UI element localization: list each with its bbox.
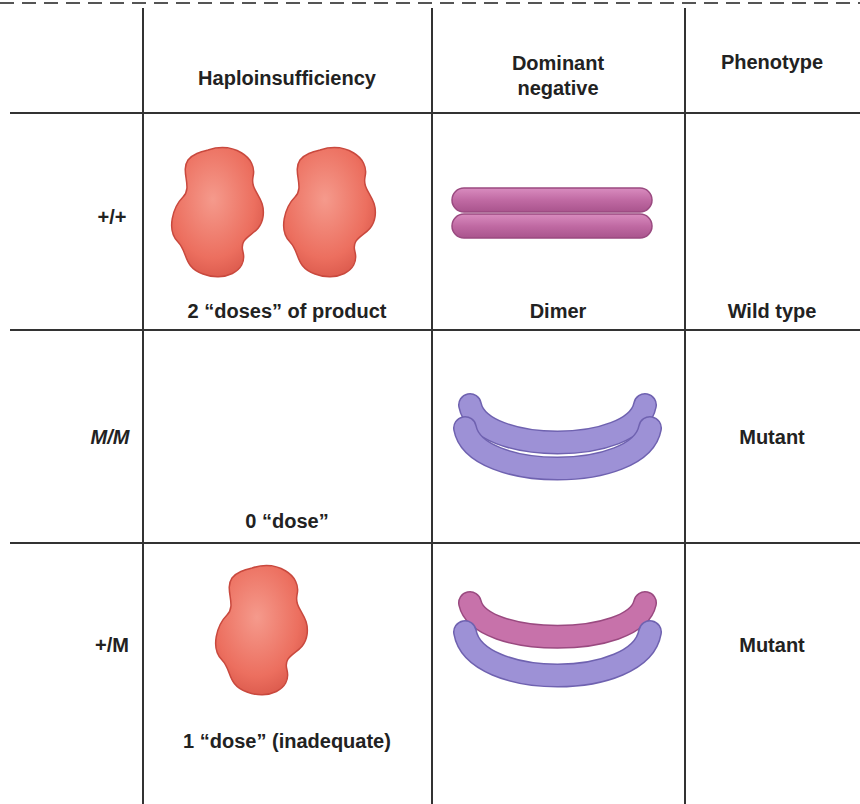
phenotype-cell: Mutant	[739, 633, 805, 658]
phenotype-cell: Wild type	[728, 299, 817, 324]
table-grid	[10, 8, 860, 804]
cell-caption: Dimer	[530, 299, 587, 324]
mutant-dimer	[465, 405, 650, 469]
row-header: +/+	[98, 205, 127, 230]
gene-product-blob	[172, 148, 376, 695]
phenotype-cell: Mutant	[739, 425, 805, 450]
row-header: +/M	[95, 633, 129, 658]
top-border	[0, 2, 860, 4]
cell-caption: 1 “dose” (inadequate)	[183, 729, 391, 754]
wild-type-dimer	[452, 188, 652, 238]
column-header: Haploinsufficiency	[198, 66, 376, 91]
mixed-dimer	[465, 603, 650, 676]
cell-caption: 0 “dose”	[245, 509, 328, 534]
row-header: M/M	[91, 425, 130, 450]
column-header: Phenotype	[721, 50, 823, 75]
column-header: Dominant negative	[473, 51, 643, 101]
cell-caption: 2 “doses” of product	[188, 299, 387, 324]
